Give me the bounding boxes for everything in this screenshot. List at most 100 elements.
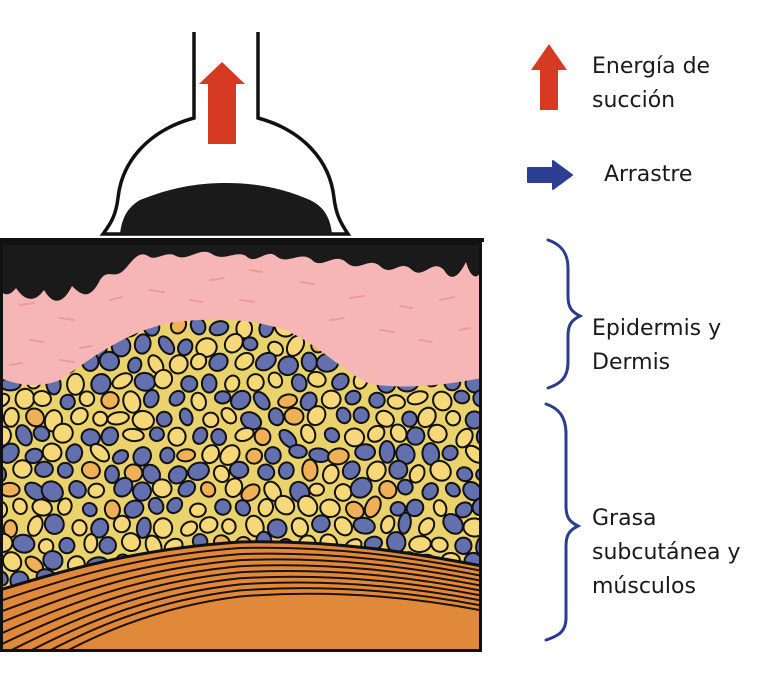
fat-cell [453, 389, 471, 405]
fat-cell [491, 354, 515, 377]
fat-cell [113, 476, 134, 498]
fat-cell [386, 394, 406, 410]
fat-cell [494, 320, 514, 341]
fat-cell [456, 466, 474, 483]
fat-cell [223, 332, 244, 354]
fat-cell [406, 426, 426, 446]
fat-cell [389, 500, 407, 517]
fat-cell [176, 448, 197, 463]
fat-cell [506, 477, 530, 500]
fat-cell [368, 391, 386, 409]
fat-cell [195, 337, 218, 358]
fat-cell [104, 464, 120, 484]
fat-cell [27, 515, 44, 537]
fat-cell [481, 332, 507, 360]
muscle-fiber-line [0, 575, 482, 652]
fat-cell [484, 515, 505, 537]
fat-cell [41, 442, 63, 463]
fat-cell [406, 390, 429, 406]
fat-cell [100, 426, 120, 447]
fat-cell [177, 480, 197, 498]
fat-cell [253, 427, 272, 447]
fat-cell [80, 461, 101, 480]
fat-cell [103, 499, 121, 520]
fat-cell [432, 499, 448, 518]
fat-cell [505, 408, 525, 428]
fat-cell [464, 410, 482, 430]
fat-cell [441, 444, 459, 462]
fat-cell [58, 536, 76, 555]
fat-cell [78, 390, 96, 408]
fat-cell [427, 423, 448, 444]
fat-cell [224, 477, 244, 498]
skin-layer-label: Epidermis y Dermis [592, 312, 721, 380]
fat-cell [37, 538, 55, 555]
muscle-fiber-line [0, 581, 482, 652]
fat-cell [505, 517, 532, 541]
fat-cell [111, 372, 134, 390]
fat-cell [70, 406, 89, 426]
fat-cell [418, 517, 436, 536]
fat-cell [152, 517, 174, 539]
fat-cell [421, 482, 439, 501]
fat-cell [200, 373, 218, 394]
fat-cell [388, 459, 409, 480]
fat-cell [192, 426, 209, 445]
fat-cell [12, 497, 28, 515]
suction-cup-skin-bulge [120, 183, 332, 234]
fat-cell [333, 516, 354, 537]
fat-cell [252, 390, 271, 411]
fat-cell [142, 388, 160, 409]
fat-cell [32, 425, 51, 442]
skin-brace [546, 238, 584, 390]
fat-cell [307, 370, 327, 388]
fat-cell [484, 370, 508, 395]
fat-cell [34, 460, 54, 478]
fat-label-line3: músculos [592, 574, 696, 599]
fat-cell [454, 536, 473, 555]
fat-cell [147, 496, 165, 515]
fat-cell [87, 482, 106, 499]
fat-cell [159, 446, 176, 465]
arrow-up-icon [531, 44, 567, 110]
fat-cell [320, 389, 342, 410]
fat-cell [496, 534, 521, 559]
fat-cell [208, 352, 229, 372]
fat-cell [240, 483, 261, 502]
fat-cell [198, 516, 219, 534]
fat-cell [230, 389, 252, 411]
fat-cell [208, 320, 230, 337]
fat-cell [504, 547, 529, 572]
fat-cell [363, 495, 382, 519]
muscle-fiber-line [0, 558, 482, 624]
fat-cell [157, 335, 176, 356]
fat-cell [454, 501, 474, 519]
fat-cell [257, 463, 276, 481]
fat-cell [343, 427, 366, 448]
fat-cell [335, 406, 352, 425]
fat-cell [430, 536, 449, 553]
fat-cell [12, 459, 33, 479]
fat-cell [15, 424, 33, 447]
fat-cell [112, 514, 131, 534]
fat-cell [333, 483, 353, 502]
fat-cell [484, 411, 500, 426]
fat-cell [277, 355, 299, 377]
legend-suction-line2: succión [592, 88, 676, 113]
muscle-fiber-line [0, 546, 482, 602]
skin-label-line1: Epidermis y [592, 316, 722, 341]
fat-cell [367, 424, 386, 443]
fat-cell [484, 548, 507, 572]
fat-cell [25, 407, 46, 428]
fat-cell [148, 426, 165, 443]
legend-suction-label: Energía de succión [592, 50, 710, 118]
muscle-fibers [0, 546, 482, 652]
fat-cell [131, 409, 155, 431]
fat-cell [301, 458, 319, 482]
fat-cell [214, 390, 232, 405]
fat-cell [190, 352, 208, 371]
fat-cell [319, 498, 341, 519]
fat-cell [98, 350, 121, 372]
fat-cell [180, 375, 199, 393]
fat-cell [299, 391, 318, 412]
